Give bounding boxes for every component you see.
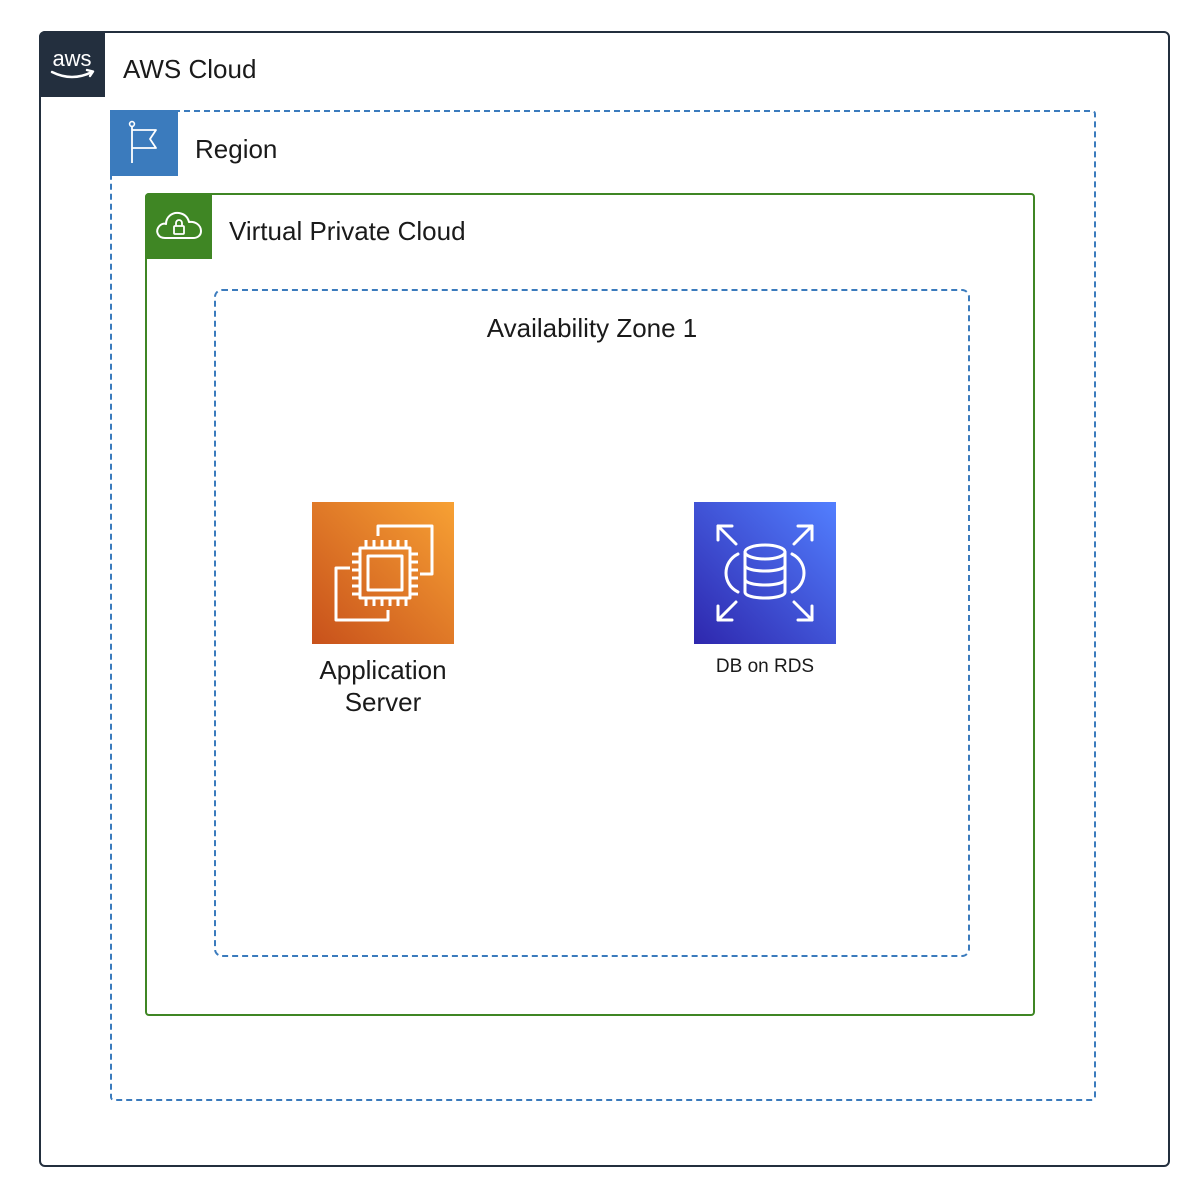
db-on-rds-label: DB on RDS (715, 656, 815, 677)
svg-text:aws: aws (52, 46, 91, 71)
aws-logo-icon: aws (50, 46, 95, 79)
region-badge (110, 110, 178, 176)
aws-cloud-badge: aws (39, 31, 105, 97)
flag-icon (128, 120, 157, 163)
application-server-label-line2: Server (344, 687, 422, 717)
application-server-label-line1: Application (319, 655, 447, 685)
rds-database-icon[interactable] (694, 502, 836, 644)
application-server-label: Application Server (282, 654, 484, 718)
region-label: Region (195, 134, 278, 164)
region-group (110, 110, 1096, 1101)
availability-zone-group (214, 289, 970, 957)
vpc-label: Virtual Private Cloud (229, 216, 466, 246)
aws-cloud-group (39, 31, 1170, 1167)
vpc-badge (145, 193, 212, 259)
vpc-group (145, 193, 1035, 1016)
cloud-lock-icon (155, 211, 202, 239)
ec2-instance-icon[interactable] (312, 502, 454, 644)
availability-zone-label: Availability Zone 1 (486, 313, 698, 343)
aws-cloud-label: AWS Cloud (123, 54, 257, 84)
